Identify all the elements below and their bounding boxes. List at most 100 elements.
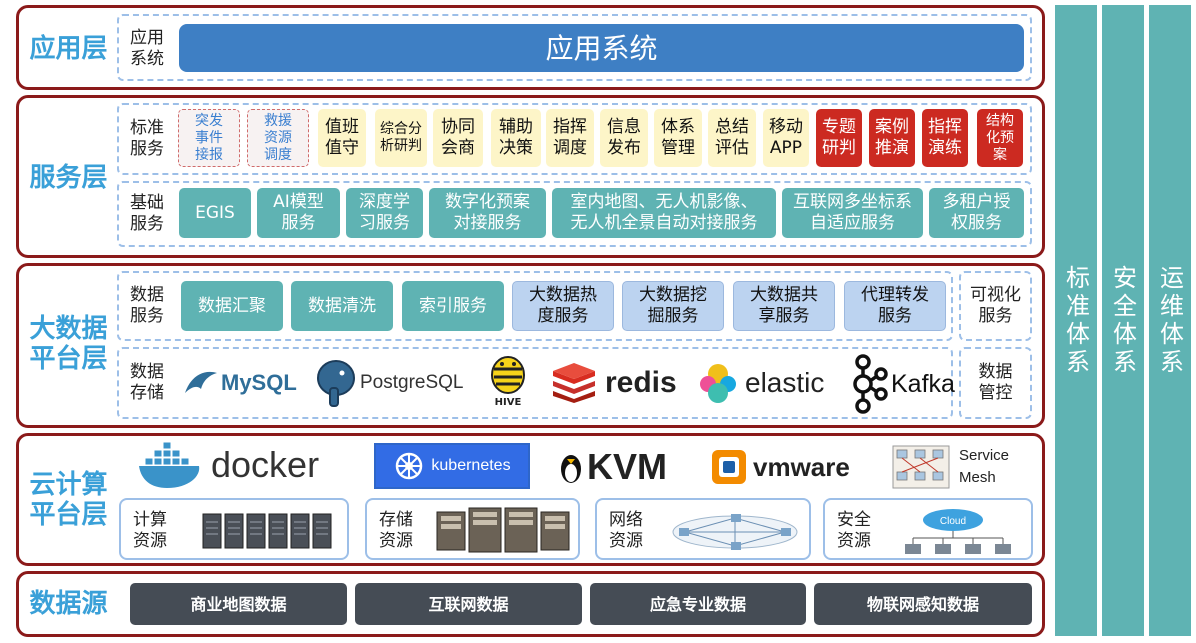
standard-service-item: 专题 研判 [816,109,862,167]
cloud-layer-title: 云计算 平台层 [29,470,108,530]
standard-service-label: 标准 服务 [130,118,164,159]
basic-service-item: 互联网多坐标系 自适应服务 [782,188,923,238]
data-service-item: 索引服务 [402,281,504,331]
kafka-icon [853,354,888,414]
side-column: 标准体系 [1055,5,1097,636]
compute-resource-label: 计算 资源 [133,510,167,551]
kafka-text: Kafka [891,369,955,398]
side-column-label: 标准体系 [1061,264,1090,377]
docker-logo: docker [137,439,352,491]
dolphin-icon [185,371,217,393]
kubernetes-text: kubernetes [431,457,511,474]
basic-service-item: EGIS [179,188,251,238]
postgresql-logo: PostgreSQL [314,357,479,409]
kvm-text: KVM [587,446,667,487]
data-source-item: 商业地图数据 [130,583,347,625]
bigdata-layer-title: 大数据 平台层 [29,314,108,374]
elastic-logo: elastic [697,361,847,405]
basic-service-item: AI模型 服务 [257,188,340,238]
standard-service-item: 结构 化预 案 [977,109,1023,167]
basic-service-item: 数字化预案 对接服务 [429,188,546,238]
standard-service-item: 案例 推演 [869,109,915,167]
side-column: 运维体系 [1149,5,1191,636]
data-service-label: 数据 服务 [130,285,164,326]
redis-stack-icon [553,363,595,403]
compute-resource-box: 计算 资源 [119,498,349,560]
standard-service-item: 指挥 演练 [922,109,968,167]
cloud-word: Cloud [940,516,966,527]
docker-whale-icon [139,441,200,488]
basic-service-label: 基础 服务 [130,193,164,234]
visual-service-box: 可视化 服务 [959,271,1032,341]
data-monitor-label: 数据 管控 [978,362,1013,403]
vmware-logo: vmware [709,444,869,490]
hive-logo: HIVE [483,353,533,413]
side-column: 安全体系 [1102,5,1144,636]
kafka-logo: Kafka [851,353,955,415]
standard-service-item: 体系 管理 [654,109,702,167]
source-layer-title: 数据源 [29,589,108,619]
data-source-item: 物联网感知数据 [814,583,1032,625]
side-column-label: 安全体系 [1108,264,1137,377]
service-mesh-logo: Service Mesh [891,442,1026,492]
data-service-item: 大数据热 度服务 [512,281,614,331]
postgresql-text: PostgreSQL [360,372,464,393]
data-service-item: 大数据挖 掘服务 [622,281,724,331]
cloud-security-icon: Cloud [905,509,1011,554]
standard-service-item: 综合分 析研判 [375,109,427,167]
storage-resource-label: 存储 资源 [379,510,413,551]
standard-service-item: 协同 会商 [433,109,483,167]
data-source-item: 互联网数据 [355,583,582,625]
elastic-icon [700,364,736,403]
app-row-label: 应用 系统 [130,28,164,69]
kvm-logo: KVM [557,444,687,490]
standard-service-item: 值班 值守 [318,109,366,167]
kubernetes-logo: kubernetes [374,443,530,489]
mysql-text: MySQL [221,370,297,395]
bigdata-layer: 大数据 平台层 数据 服务 数据汇聚数据清洗索引服务大数据热 度服务大数据挖 掘… [16,263,1045,428]
app-layer-title: 应用层 [29,34,108,64]
data-monitor-box: 数据 管控 [959,347,1032,419]
standard-service-item: 救援 资源 调度 [247,109,309,167]
data-service-item: 数据清洗 [291,281,393,331]
hive-text: HIVE [494,397,522,408]
data-storage-label: 数据 存储 [130,362,164,403]
redis-logo: redis [551,361,681,405]
data-service-item: 大数据共 享服务 [733,281,835,331]
penguin-icon [561,455,581,483]
network-resource-box: 网络 资源 [595,498,811,560]
docker-text: docker [211,444,320,485]
standard-service-item: 移动 APP [763,109,809,167]
standard-service-item: 信息 发布 [600,109,648,167]
standard-service-item: 辅助 决策 [491,109,541,167]
storage-array-icon [436,507,570,553]
app-row: 应用 系统 应用系统 [117,14,1032,81]
side-column-label: 运维体系 [1155,264,1184,377]
standard-service-item: 指挥 调度 [546,109,594,167]
service-layer: 服务层 标准 服务 突发 事件 接报救援 资源 调度值班 值守综合分 析研判协同… [16,95,1045,258]
mesh-icon [892,445,950,489]
vmware-icon [712,450,746,484]
data-source-item: 应急专业数据 [590,583,806,625]
cloud-layer: 云计算 平台层 docker kubernetes KVM [16,433,1045,566]
mysql-logo: MySQL [181,363,301,403]
standard-service-row: 标准 服务 突发 事件 接报救援 资源 调度值班 值守综合分 析研判协同 会商辅… [117,103,1032,175]
elephant-icon [317,360,355,407]
service-mesh-text: Service Mesh [959,447,1010,486]
basic-service-item: 深度学 习服务 [346,188,423,238]
data-service-item: 代理转发 服务 [844,281,946,331]
redis-text: redis [605,366,677,399]
helm-icon [396,452,423,480]
visual-service-label: 可视化 服务 [970,285,1021,326]
app-system-box: 应用系统 [179,24,1024,72]
standard-service-item: 总结 评估 [708,109,756,167]
network-topology-icon [672,514,798,550]
security-resource-label: 安全 资源 [837,510,871,551]
elastic-text: elastic [745,367,825,398]
network-resource-label: 网络 资源 [609,510,643,551]
data-storage-row: 数据 存储 MySQL PostgreSQL HIVE [117,347,955,419]
storage-resource-box: 存储 资源 [365,498,580,560]
data-service-row: 数据 服务 数据汇聚数据清洗索引服务大数据热 度服务大数据挖 掘服务大数据共 享… [117,271,953,341]
source-layer: 数据源 商业地图数据互联网数据应急专业数据物联网感知数据 [16,571,1045,637]
